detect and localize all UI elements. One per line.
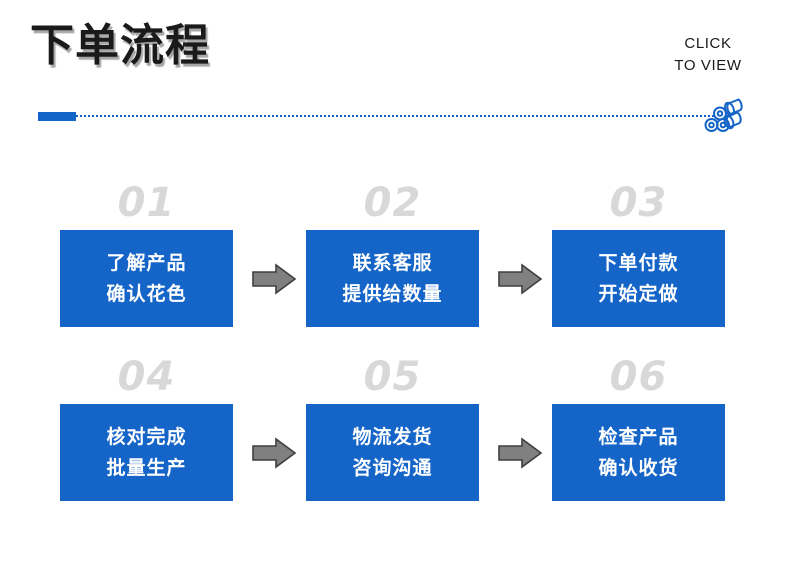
step-text-line-2: 提供给数量 (342, 282, 443, 305)
step-box[interactable]: 物流发货 咨询沟通 (306, 404, 479, 501)
step-number: 06 (609, 354, 668, 400)
page-title: 下单流程 (30, 20, 210, 71)
flow-step-02[interactable]: 02 联系客服 提供给数量 (306, 180, 479, 327)
step-number: 01 (117, 180, 176, 226)
arrow-right-icon (250, 436, 298, 470)
flow-step-06[interactable]: 06 检查产品 确认收货 (552, 354, 725, 501)
divider-dotted-segment (76, 115, 714, 117)
step-text-line-2: 批量生产 (106, 456, 187, 479)
title-divider (38, 112, 714, 122)
flow-step-01[interactable]: 01 了解产品 确认花色 (60, 180, 233, 327)
flow-step-05[interactable]: 05 物流发货 咨询沟通 (306, 354, 479, 501)
arrow-right-icon (496, 436, 544, 470)
click-to-view-callout[interactable]: CLICK TO VIEW (648, 33, 768, 77)
step-text-line-1: 物流发货 (352, 425, 433, 448)
step-box[interactable]: 核对完成 批量生产 (60, 404, 233, 501)
step-box[interactable]: 联系客服 提供给数量 (306, 230, 479, 327)
step-box[interactable]: 下单付款 开始定做 (552, 230, 725, 327)
step-number: 04 (117, 354, 176, 400)
arrow-right-icon (496, 262, 544, 296)
step-text-line-1: 核对完成 (106, 425, 187, 448)
step-box[interactable]: 了解产品 确认花色 (60, 230, 233, 327)
arrow-right-icon (250, 262, 298, 296)
callout-line-2: TO VIEW (674, 57, 742, 74)
paper-rolls-icon (703, 96, 747, 136)
step-text-line-2: 确认花色 (106, 282, 187, 305)
step-box[interactable]: 检查产品 确认收货 (552, 404, 725, 501)
step-number: 03 (609, 180, 668, 226)
flow-step-03[interactable]: 03 下单付款 开始定做 (552, 180, 725, 327)
flow-step-04[interactable]: 04 核对完成 批量生产 (60, 354, 233, 501)
step-number: 02 (363, 180, 422, 226)
step-text-line-1: 了解产品 (106, 251, 187, 274)
step-number: 05 (363, 354, 422, 400)
step-text-line-2: 确认收货 (598, 456, 679, 479)
step-text-line-1: 联系客服 (352, 251, 433, 274)
flow-row-1: 01 了解产品 确认花色 02 联系客服 提供给数量 03 (0, 180, 790, 327)
step-text-line-2: 咨询沟通 (352, 456, 433, 479)
flow-row-2: 04 核对完成 批量生产 05 物流发货 咨询沟通 06 (0, 354, 790, 501)
callout-line-1: CLICK (684, 35, 732, 52)
step-text-line-1: 下单付款 (598, 251, 679, 274)
divider-solid-segment (38, 112, 76, 121)
step-text-line-2: 开始定做 (598, 282, 679, 305)
step-text-line-1: 检查产品 (598, 425, 679, 448)
